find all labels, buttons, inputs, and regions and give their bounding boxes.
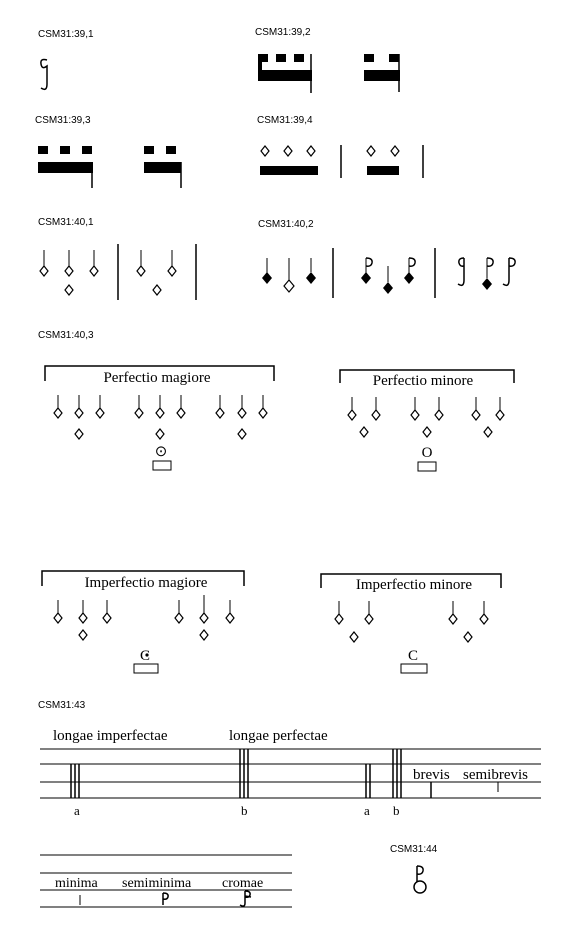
- ligature-group-c: [38, 146, 93, 188]
- caption-semiminima: semiminima: [122, 876, 192, 891]
- label-csm31-44: CSM31:44: [390, 844, 438, 855]
- white-notes-group-a: [260, 145, 318, 175]
- bracket-label-perfectio-magiore: Perfectio magiore: [103, 370, 210, 386]
- mark-a: a: [364, 803, 370, 818]
- ligature-group-b: [364, 54, 400, 92]
- label-csm31-39-1: CSM31:39,1: [38, 29, 94, 40]
- bracket-imperfectio-magiore: [41, 570, 245, 586]
- caption-semibrevis: semibrevis: [463, 767, 528, 783]
- notes-perfectio-magiore: [53, 395, 268, 440]
- bracket-label-perfectio-minore: Perfectio minore: [373, 373, 474, 389]
- breve-box: [133, 663, 159, 674]
- mark-b: b: [241, 803, 248, 818]
- mark-a: a: [74, 803, 80, 818]
- bracket-imperfectio-minore: [320, 573, 502, 588]
- hooked-notes-group: [457, 257, 516, 290]
- notes-imperfectio-minore: [334, 601, 489, 643]
- mensuration-sign-perfectio-minore: O: [422, 445, 433, 461]
- notes-imperfectio-magiore: [53, 595, 235, 641]
- black-notes-group-a: [262, 258, 316, 293]
- caption-cromae: cromae: [222, 876, 263, 891]
- prolation-dot: [145, 653, 149, 657]
- breve-box: [152, 460, 172, 471]
- breve-box: [400, 663, 428, 674]
- ligature-group-a: [258, 54, 312, 93]
- label-csm31-39-3: CSM31:39,3: [35, 115, 91, 126]
- bracket-label-imperfectio-minore: Imperfectio minore: [356, 577, 473, 593]
- flagged-semibreve-glyph: [413, 865, 427, 894]
- white-notes-group-b: [366, 145, 400, 175]
- breve-box: [417, 461, 437, 472]
- label-csm31-40-1: CSM31:40,1: [38, 217, 94, 228]
- bracket-label-imperfectio-magiore: Imperfectio magiore: [85, 575, 208, 591]
- label-csm31-39-2: CSM31:39,2: [255, 27, 311, 38]
- label-csm31-40-3: CSM31:40,3: [38, 330, 94, 341]
- minima-group-a: [39, 250, 99, 296]
- bracket-perfectio-minore: [339, 369, 515, 383]
- hooked-note-glyph: [40, 58, 48, 91]
- notes-perfectio-minore: [347, 397, 505, 438]
- label-csm31-43: CSM31:43: [38, 700, 86, 711]
- staff-csm31-43: [40, 748, 541, 799]
- mensuration-sign-imperfectio-magiore: C: [140, 648, 150, 664]
- caption-brevis: brevis: [413, 767, 450, 783]
- staff-small: [40, 854, 292, 908]
- minima-group-b: [136, 250, 177, 296]
- mensuration-sign-perfectio-magiore: ⊙: [155, 444, 168, 460]
- caption-longae-imperfectae: longae imperfectae: [53, 728, 168, 744]
- bracket-perfectio-magiore: [44, 365, 275, 381]
- label-csm31-40-2: CSM31:40,2: [258, 219, 314, 230]
- caption-minima: minima: [55, 876, 99, 891]
- label-csm31-39-4: CSM31:39,4: [257, 115, 313, 126]
- mark-b: b: [393, 803, 400, 818]
- flagged-notes-group: [361, 257, 416, 294]
- ligature-group-d: [144, 146, 182, 188]
- mensuration-sign-imperfectio-minore: C: [408, 648, 418, 664]
- caption-longae-perfectae: longae perfectae: [229, 728, 328, 744]
